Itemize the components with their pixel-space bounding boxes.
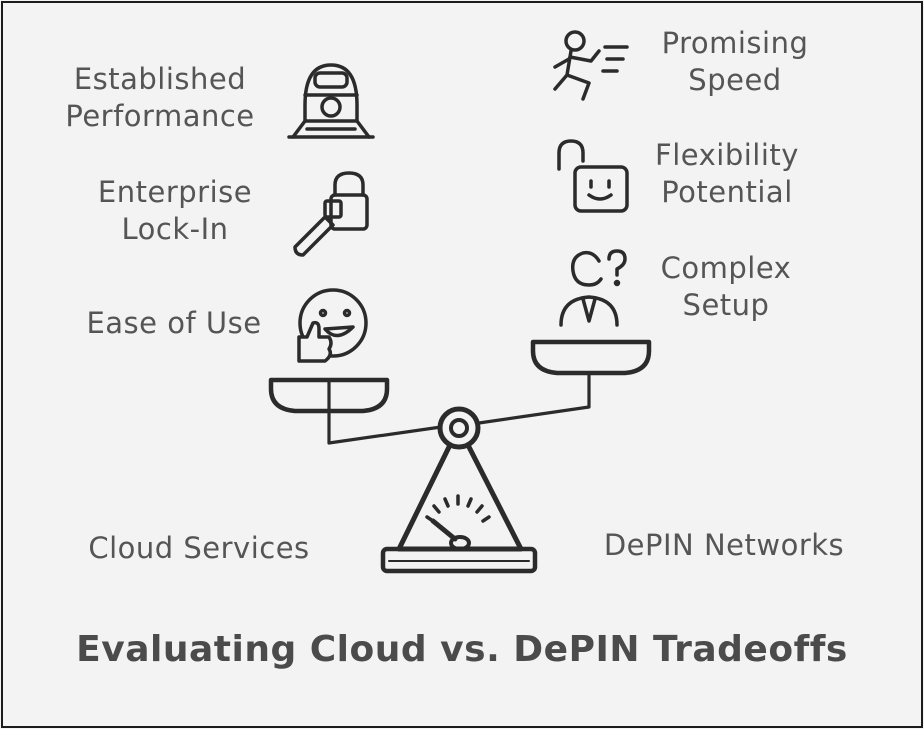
side-cloud-services: Cloud Services <box>88 531 310 565</box>
thumbs-up-smiley-icon <box>297 288 368 363</box>
factor-established-performance: Established Performance <box>65 62 255 133</box>
scale-pivot <box>437 406 481 450</box>
factor-complex-setup: Complex Setup <box>660 251 792 322</box>
page-title: Evaluating Cloud vs. DePIN Tradeoffs <box>76 629 848 670</box>
train-icon <box>287 63 375 139</box>
scale-beam <box>327 371 591 445</box>
confused-person-icon <box>559 249 627 327</box>
factor-ease-of-use: Ease of Use <box>86 306 262 340</box>
factor-enterprise-lock-in: Enterprise Lock-In <box>97 175 253 246</box>
key-lock-icon <box>293 171 369 257</box>
right-pan <box>530 339 652 376</box>
side-depin-networks: DePIN Networks <box>603 528 845 562</box>
balance-scale-icon <box>268 30 652 574</box>
open-padlock-smile-icon <box>557 139 629 213</box>
scale-stand <box>380 444 538 574</box>
running-person-icon <box>553 30 629 101</box>
gauge-meter-icon <box>425 494 491 551</box>
factor-promising-speed: Promising Speed <box>661 26 809 97</box>
factor-flexibility-potential: Flexibility Potential <box>655 138 799 209</box>
left-pan <box>268 377 390 414</box>
